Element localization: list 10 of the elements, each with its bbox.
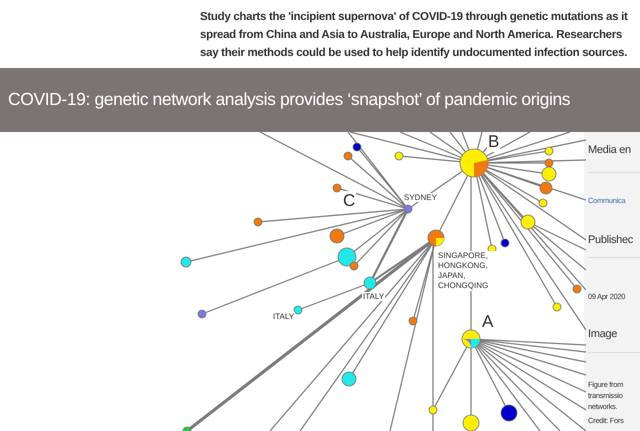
heading: Media en — [588, 144, 631, 156]
place-label: ITALY — [272, 312, 296, 321]
page-title: COVID-19: genetic network analysis provides ‘snapshot’ of pandemic origins — [8, 89, 570, 110]
cluster-letter: B — [487, 132, 500, 152]
place-label: SYDNEY — [403, 193, 438, 202]
place-label: SINGAPORE, HONGKONG, JAPAN, CHONGQING — [437, 251, 499, 291]
heading: Publishec — [588, 234, 633, 246]
summary-text: Study charts the 'incipient supernova' of COVID-19 through genetic mutations as it spread from China and Asia to Australia, Europe and North America. Researchers say their methods could be used to help identify undocumented infection sources. — [200, 10, 629, 61]
heading: Image — [588, 328, 618, 340]
place-label: ITALY — [362, 292, 386, 301]
